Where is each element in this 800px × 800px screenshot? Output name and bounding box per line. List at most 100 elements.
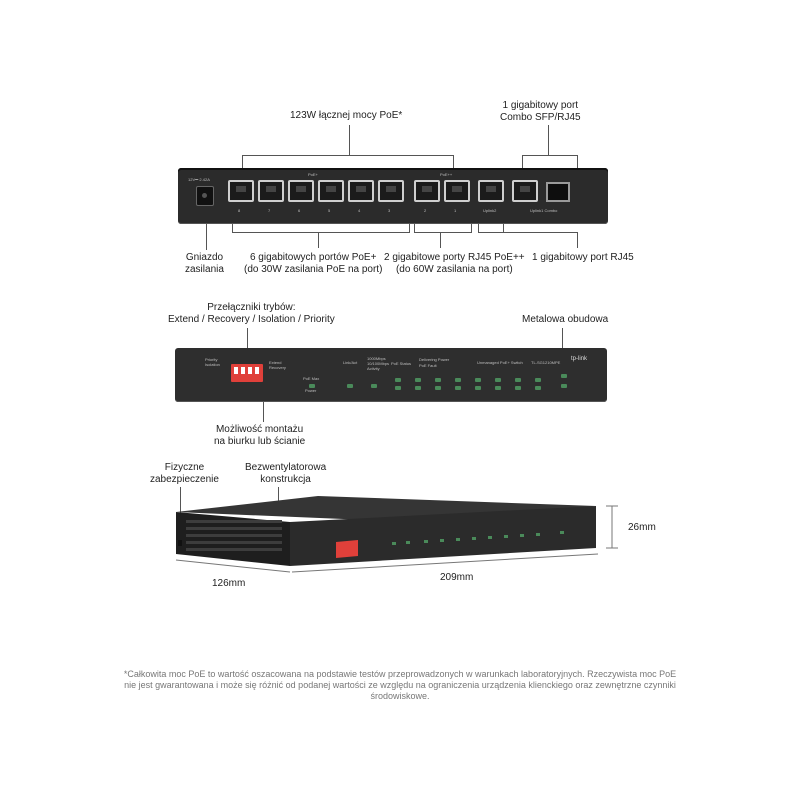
security-line1: Fizyczne xyxy=(164,462,205,473)
port-led xyxy=(495,386,501,390)
port-led xyxy=(435,378,441,382)
mount-label: Możliwość montażu na biurku lub ścianie xyxy=(214,424,305,448)
poe-pp-label: 2 gigabitowe porty RJ45 PoE++ (do 60W za… xyxy=(384,252,525,276)
dip-label: Isolation xyxy=(205,362,220,367)
poe-port-4[interactable] xyxy=(348,180,374,202)
combo-bracket-stem xyxy=(548,125,549,155)
port-led xyxy=(395,386,401,390)
total-poe-bracket xyxy=(242,155,454,176)
metal-case-label: Metalowa obudowa xyxy=(522,314,609,325)
switch-rear-panel: 12V⎓ 2.42A PoE+ PoE++ 8 7 6 5 4 3 2 1 Up… xyxy=(178,168,608,224)
power-jack-label: Gniazdo zasilania xyxy=(185,252,224,276)
fanless-pointer xyxy=(278,487,279,503)
chassis-front xyxy=(290,506,596,566)
port-led xyxy=(495,378,501,382)
power-line2: zasilania xyxy=(185,264,224,275)
depth-dimension: 126mm xyxy=(212,578,246,589)
poe-plus-line1: 6 gigabitowych portów PoE+ xyxy=(249,252,377,263)
power-led xyxy=(309,384,315,388)
switch-front-panel: Priority Isolation Extend Recovery PoE M… xyxy=(175,348,607,402)
poe-port-7[interactable] xyxy=(258,180,284,202)
port-led xyxy=(475,386,481,390)
angle-leds xyxy=(392,531,564,545)
poe-port-5[interactable] xyxy=(318,180,344,202)
poe-plus-header: PoE+ xyxy=(308,172,318,177)
port-number: 2 xyxy=(424,208,427,213)
port-number: 1 xyxy=(454,208,457,213)
mount-line2: na biurku lub ścianie xyxy=(214,436,306,447)
port-led xyxy=(515,386,521,390)
port-led xyxy=(561,384,567,388)
port-led xyxy=(535,378,541,382)
combo-port-label: 1 gigabitowy port Combo SFP/RJ45 xyxy=(500,100,581,124)
port-number: 3 xyxy=(388,208,391,213)
power-rating-text: 12V⎓ 2.42A xyxy=(188,177,210,182)
metal-case-pointer xyxy=(562,328,563,350)
poe-port-3[interactable] xyxy=(378,180,404,202)
port-led xyxy=(415,378,421,382)
poe-pp-header: PoE++ xyxy=(440,172,453,177)
port-led xyxy=(475,378,481,382)
rj45-port-label: 1 gigabitowy port RJ45 xyxy=(532,252,634,263)
led-legend: 1000Mbps xyxy=(367,356,386,361)
fanless-line2: konstrukcja xyxy=(260,474,311,485)
poe-port-6[interactable] xyxy=(288,180,314,202)
dip-label: Recovery xyxy=(269,365,286,370)
combo-text: Uplink1 Combo xyxy=(530,208,558,213)
port-led xyxy=(561,374,567,378)
poe-pp-bracket xyxy=(414,224,472,233)
mode-switches-label: Przełączniki trybów: Extend / Recovery /… xyxy=(168,302,335,326)
sfp-slot[interactable] xyxy=(546,182,570,202)
depth-dimension-line xyxy=(175,559,291,573)
dip-label: Priority xyxy=(205,357,218,362)
total-poe-bracket-stem xyxy=(349,125,350,155)
mount-line1: Możliwość montażu xyxy=(215,424,304,435)
poe-pp-line1: 2 gigabitowe porty RJ45 PoE++ xyxy=(384,252,525,263)
led-legend: PoE Fault xyxy=(419,363,437,368)
dc-power-jack[interactable] xyxy=(196,186,214,206)
port-led xyxy=(395,378,401,382)
poe-port-2[interactable] xyxy=(414,180,440,202)
port-number: 7 xyxy=(268,208,271,213)
poe-plus-label: 6 gigabitowych portów PoE+ (do 30W zasil… xyxy=(244,252,382,276)
led-legend: 10/100Mbps xyxy=(367,361,390,366)
model-code: TL-SG1210MPE xyxy=(531,360,561,365)
combo-bracket xyxy=(522,155,578,178)
port-number: 4 xyxy=(358,208,361,213)
poe-port-1[interactable] xyxy=(444,180,470,202)
port-number: 5 xyxy=(328,208,331,213)
uplink2-port[interactable] xyxy=(478,180,504,202)
switches-line2: Extend / Recovery / Isolation / Priority xyxy=(168,314,335,325)
uplink2-text: Uplink2 xyxy=(483,208,497,213)
angle-dip-switch xyxy=(336,540,358,558)
port-led xyxy=(415,386,421,390)
fanless-line1: Bezwentylatorowa xyxy=(245,462,327,473)
port-led xyxy=(535,386,541,390)
combo-rj45-port[interactable] xyxy=(512,180,538,202)
switches-pointer xyxy=(247,328,248,356)
poe-plus-stem xyxy=(318,232,319,248)
side-vents xyxy=(186,520,282,551)
kensington-slot xyxy=(178,540,182,546)
poe-plus-line2: (do 30W zasilania PoE na port) xyxy=(244,264,383,275)
poe-port-8[interactable] xyxy=(228,180,254,202)
security-pointer xyxy=(180,487,181,517)
poe-pp-stem xyxy=(440,232,441,248)
power-led-text: Power xyxy=(305,388,317,393)
brand-logo: tp-link xyxy=(571,356,588,362)
mount-pointer xyxy=(263,402,264,422)
rj45-stem xyxy=(577,232,578,248)
poe-max-text: PoE Max xyxy=(303,376,320,381)
width-dimension: 209mm xyxy=(440,572,474,583)
combo-line1: 1 gigabitowy port xyxy=(502,100,579,111)
combo-line2: Combo SFP/RJ45 xyxy=(500,112,581,123)
fanless-label: Bezwentylatorowa konstrukcja xyxy=(245,462,326,486)
switches-line1: Przełączniki trybów: xyxy=(207,302,296,313)
security-line2: zabezpieczenie xyxy=(150,474,219,485)
dip-label: Extend xyxy=(269,360,282,365)
port-led xyxy=(515,378,521,382)
dip-switch-block[interactable] xyxy=(231,364,263,382)
rj45-hline xyxy=(490,232,578,233)
led-legend: PoE Status xyxy=(391,361,412,366)
power-pointer xyxy=(206,224,207,250)
